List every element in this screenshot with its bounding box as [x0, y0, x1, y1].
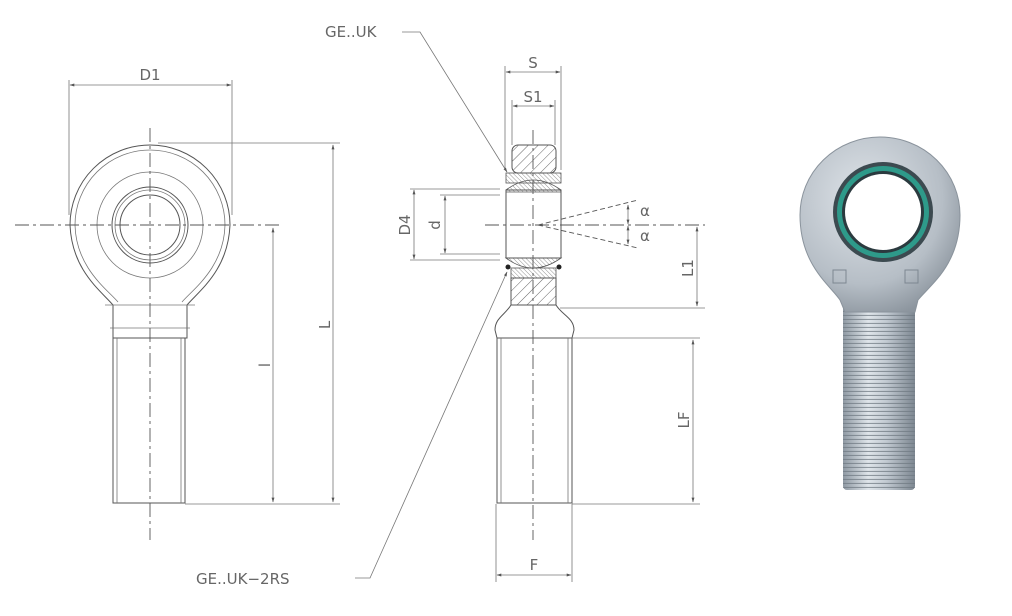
dim-f-label: F [530, 556, 539, 574]
side-shank [496, 337, 573, 504]
eye-outline [69, 144, 231, 339]
angle-alpha-bottom: α [640, 227, 650, 245]
dim-d1-label: D1 [139, 66, 160, 84]
dim-l-lower-label: l [256, 363, 274, 367]
dim-s1-label: S1 [523, 88, 542, 106]
callout-ge-uk-2rs: GE..UK−2RS [196, 570, 290, 588]
dim-lf-label: LF [675, 412, 693, 429]
front-view: D1 L l [15, 66, 340, 540]
dim-l-upper-label: L [316, 320, 334, 329]
rod-end-photo [799, 136, 961, 490]
dim-s-label: S [528, 54, 538, 72]
callout-ge-uk: GE..UK [325, 23, 378, 41]
dim-d4-label: D4 [396, 214, 414, 235]
dim-d-label: d [426, 220, 444, 230]
angle-alpha-top: α [640, 202, 650, 220]
shank [112, 337, 186, 504]
side-view: S S1 D4 d α α L1 LF F GE..UK GE..UK−2RS [196, 23, 705, 588]
dim-l1-label: L1 [679, 259, 697, 277]
